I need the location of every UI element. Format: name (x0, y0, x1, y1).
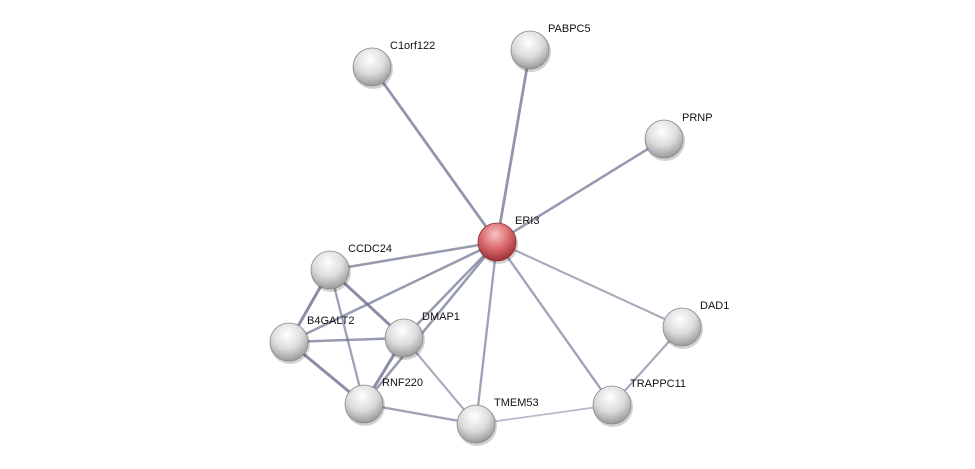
node-sphere[interactable] (352, 47, 392, 87)
edge-eri3-dmap1[interactable] (403, 241, 498, 339)
node-eri3[interactable]: ERI3 (477, 215, 539, 264)
edge-eri3-pabpc5[interactable] (495, 49, 532, 243)
node-label: TMEM53 (494, 397, 539, 409)
edge-eri3-c1orf122[interactable] (370, 66, 499, 243)
node-dmap1[interactable]: DMAP1 (384, 311, 460, 360)
node-prnp[interactable]: PRNP (644, 112, 713, 161)
node-sphere[interactable] (662, 307, 702, 347)
node-label: RNF220 (382, 377, 423, 389)
node-b4galt2[interactable]: B4GALT2 (269, 315, 355, 364)
node-sphere[interactable] (644, 119, 684, 159)
node-label: C1orf122 (390, 40, 435, 52)
node-sphere[interactable] (384, 318, 424, 358)
node-sphere[interactable] (344, 384, 384, 424)
edge-eri3-rnf220[interactable] (363, 241, 498, 405)
edge-eri3-ccdc24[interactable] (329, 240, 498, 272)
edge-eri3-b4galt2[interactable] (288, 240, 498, 344)
node-sphere[interactable] (310, 250, 350, 290)
node-dad1[interactable]: DAD1 (662, 300, 729, 349)
node-sphere[interactable] (510, 30, 550, 70)
node-label: B4GALT2 (307, 315, 355, 327)
edge-eri3-prnp[interactable] (496, 137, 665, 244)
edge-eri3-trappc11[interactable] (496, 241, 613, 406)
node-c1orf122[interactable]: C1orf122 (352, 40, 435, 89)
node-trappc11[interactable]: TRAPPC11 (592, 378, 686, 427)
edge-eri3-tmem53[interactable] (474, 241, 499, 425)
node-label: CCDC24 (348, 243, 392, 255)
node-label: DAD1 (700, 300, 729, 312)
node-tmem53[interactable]: TMEM53 (456, 397, 539, 446)
edge-tmem53-trappc11[interactable] (475, 404, 613, 425)
node-label: TRAPPC11 (630, 378, 686, 390)
node-sphere[interactable] (592, 385, 632, 425)
node-sphere[interactable] (456, 404, 496, 444)
node-rnf220[interactable]: RNF220 (344, 377, 423, 426)
node-sphere[interactable] (269, 322, 309, 362)
edge-eri3-dad1[interactable] (496, 241, 683, 328)
node-label: PRNP (682, 112, 713, 124)
node-label: PABPC5 (548, 23, 591, 35)
node-sphere[interactable] (477, 222, 517, 262)
node-label: DMAP1 (422, 311, 460, 323)
node-ccdc24[interactable]: CCDC24 (310, 243, 392, 292)
node-label: ERI3 (515, 215, 539, 227)
edge-ccdc24-rnf220[interactable] (328, 269, 366, 405)
node-pabpc5[interactable]: PABPC5 (510, 23, 591, 72)
